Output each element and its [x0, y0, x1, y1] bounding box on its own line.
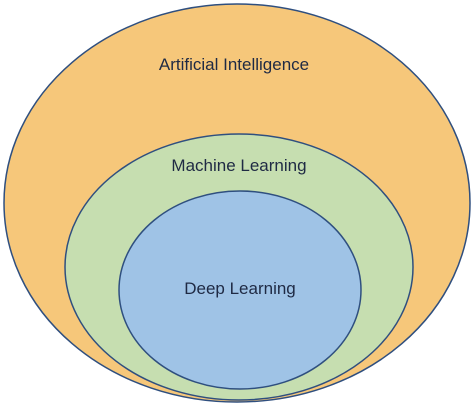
label-inner: Deep Learning: [184, 279, 296, 298]
label-middle: Machine Learning: [171, 156, 306, 175]
ellipse-inner: [118, 190, 362, 390]
label-outer: Artificial Intelligence: [159, 55, 309, 74]
